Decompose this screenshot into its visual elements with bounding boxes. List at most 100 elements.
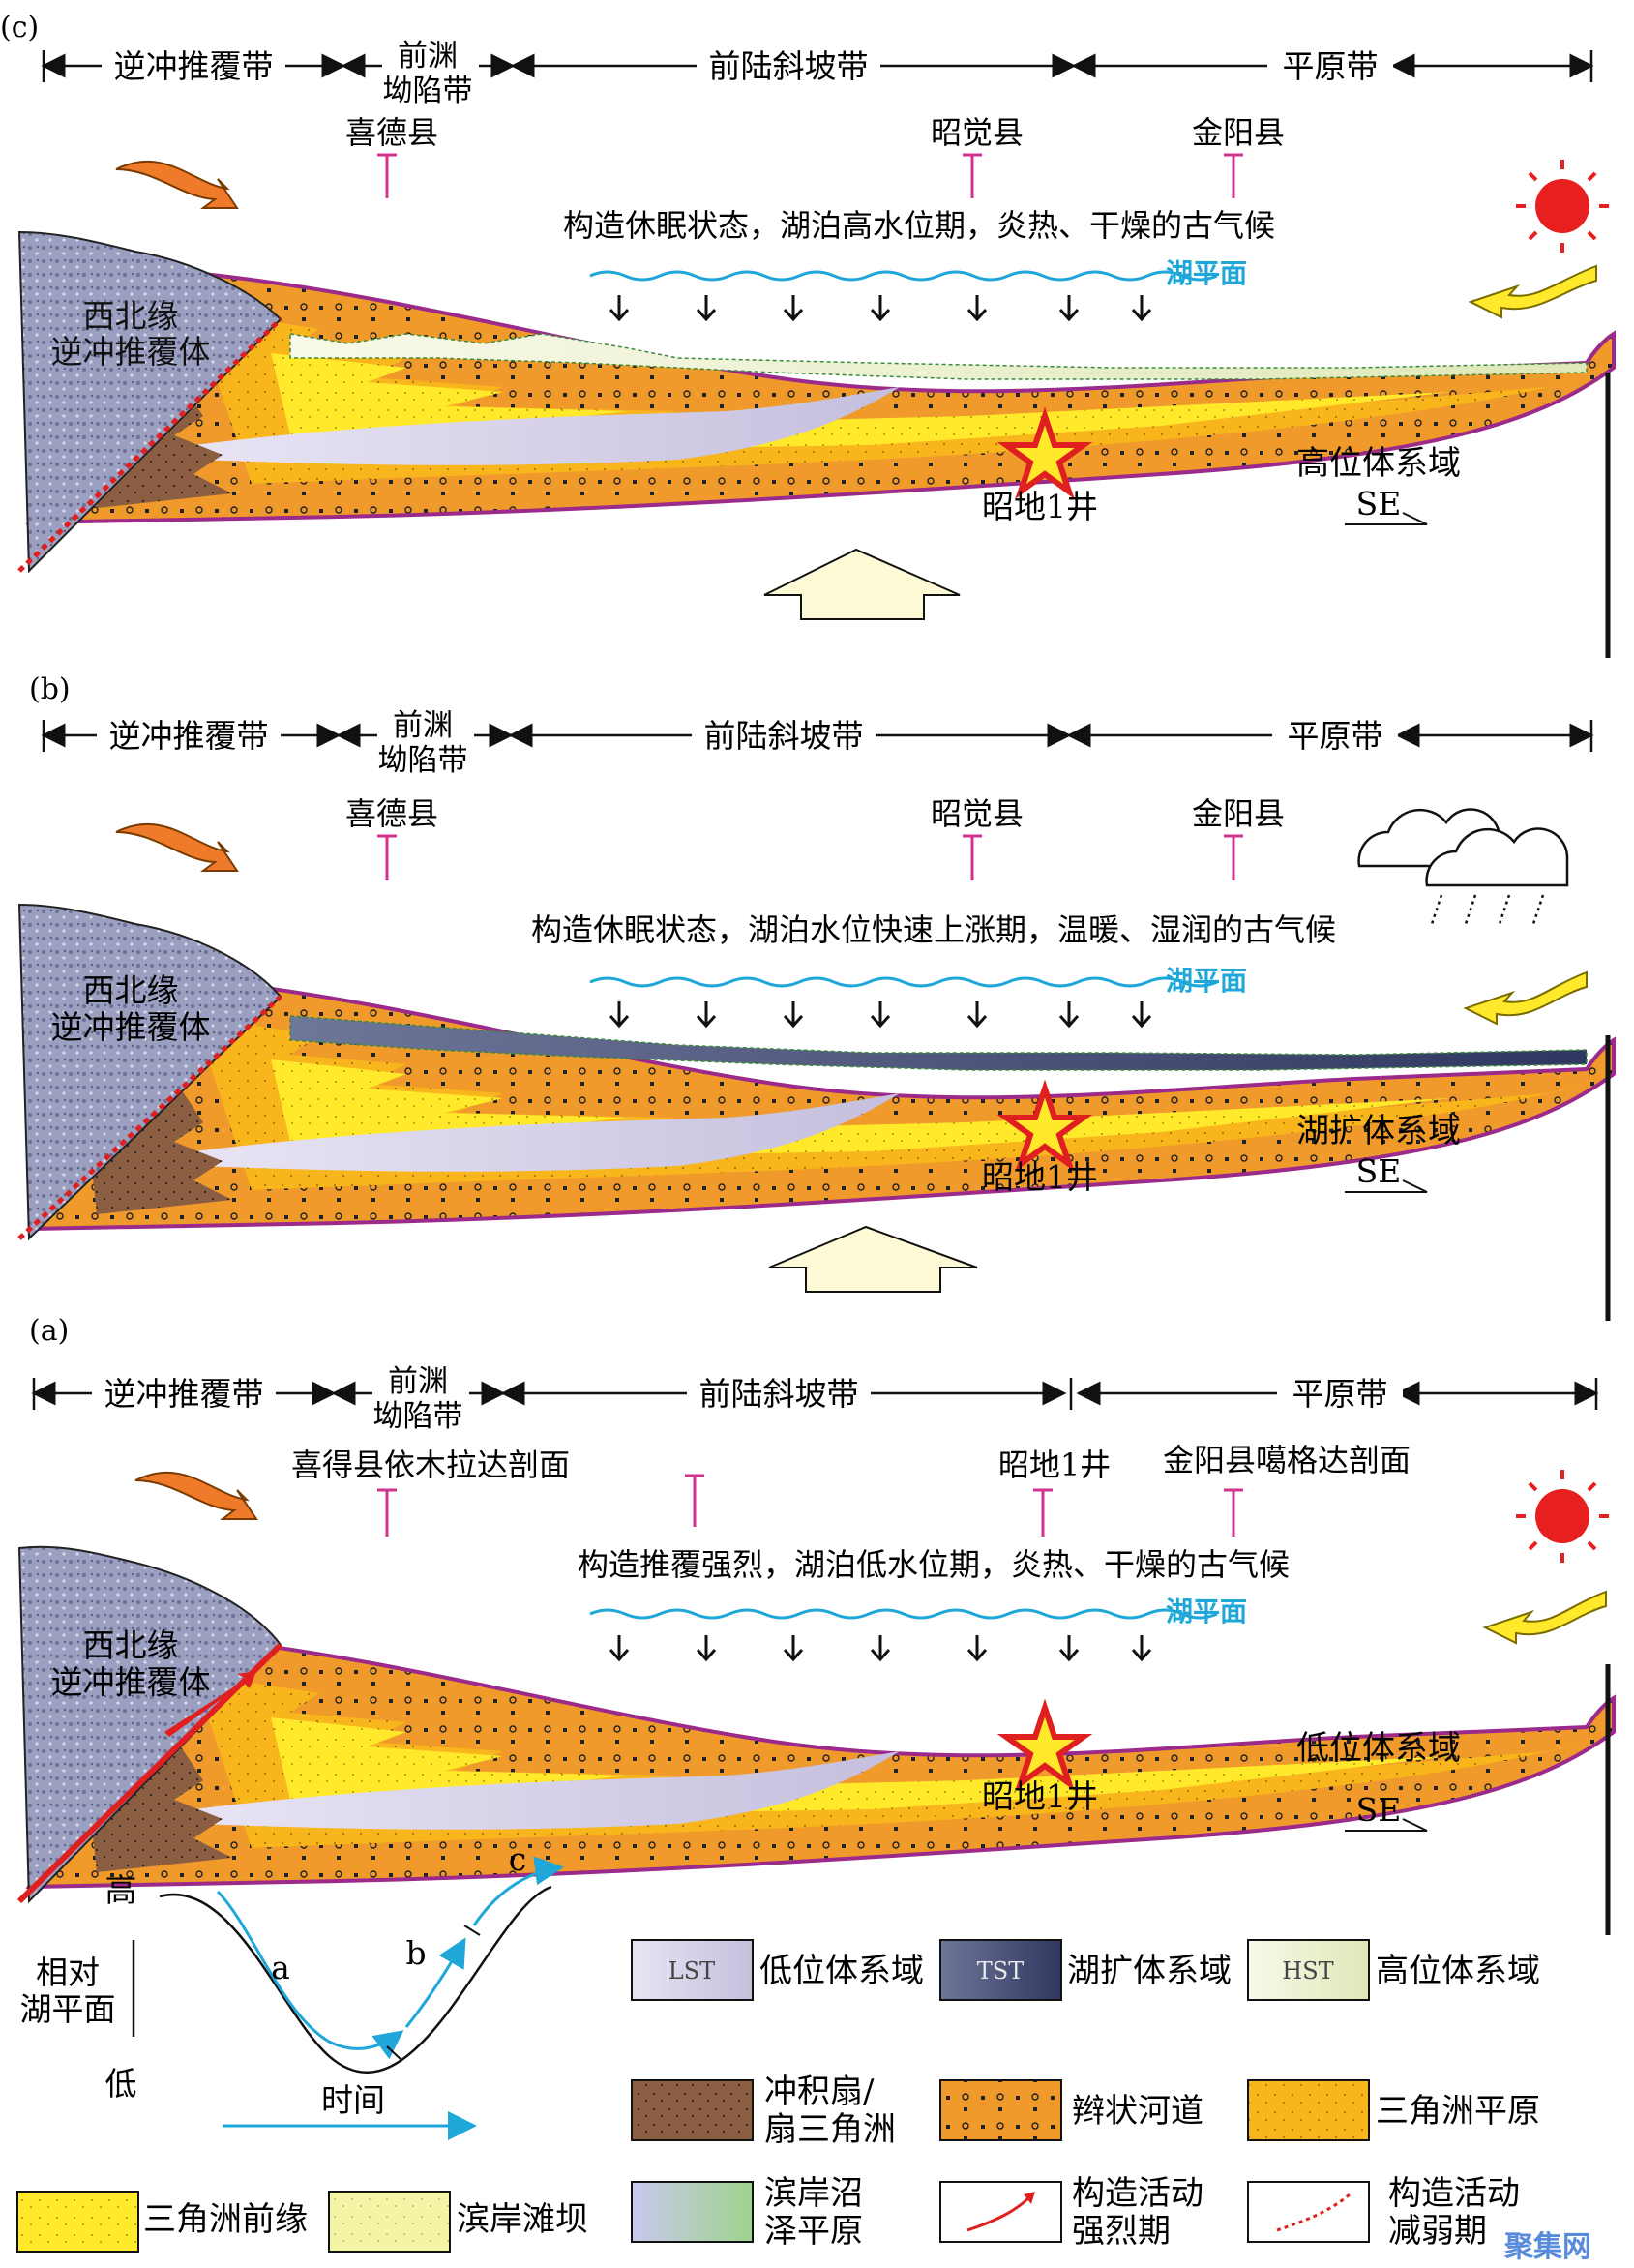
subsidence-arrows [609, 1001, 1152, 1029]
climate-text: 构造休眠状态，湖泊高水位期，炎热、干燥的古气候 [563, 207, 1275, 244]
legend: LST 低位体系域 TST 湖扩体系域 HST 高位体系域 冲积扇/ 扇三角洲 … [16, 1939, 1540, 2253]
place-1: 喜德县 [345, 795, 438, 832]
well-star-icon [996, 1698, 1093, 1791]
curve-stage-a: a [271, 1949, 290, 1986]
direction-label: SE [1356, 1791, 1402, 1829]
place-2: 昭觉县 [931, 114, 1024, 151]
thrust-body-label: 逆冲推覆体 [51, 1663, 211, 1701]
cross-section-b [27, 975, 1616, 1231]
wind-arrow-icon [1463, 970, 1588, 1026]
thrust-body-label: 逆冲推覆体 [51, 333, 211, 371]
panel-c: (c) 逆冲推覆带 前渊 坳陷带 前陆斜坡带 平原带 喜德县 昭觉县 金阳县 构… [0, 11, 1616, 658]
wind-arrow-icon [1468, 264, 1597, 319]
system-tract-label: 湖扩体系域 [1296, 1112, 1461, 1150]
curve-time-label: 时间 [321, 2081, 385, 2119]
curve-high-label: 高 [105, 1871, 137, 1909]
place-1: 喜得县依木拉达剖面 [291, 1447, 570, 1483]
climate-text: 构造推覆强烈，湖泊低水位期，炎热、干燥的古气候 [578, 1546, 1290, 1583]
curve-stage-c: c [509, 1840, 526, 1878]
zone-foredeep: 前渊 [388, 1364, 448, 1399]
legend-swatch-marsh [631, 2181, 754, 2243]
legend-label: 辫状河道 [1072, 2092, 1203, 2131]
system-tract-label: 低位体系域 [1296, 1729, 1461, 1768]
legend-swatch-delta-plain [1247, 2079, 1370, 2141]
zone-depression: 坳陷带 [378, 743, 468, 778]
well-star-icon [996, 1079, 1093, 1172]
zone-slope-belt: 前陆斜坡带 [709, 47, 869, 85]
sun-icon [1516, 160, 1609, 253]
wind-arrow-icon [1482, 1590, 1607, 1645]
uplift-arrow-icon [763, 548, 961, 620]
lake-level-label: 湖平面 [1166, 965, 1247, 997]
place-2: 昭地1井 [998, 1447, 1111, 1483]
legend-code: LST [668, 1957, 715, 1984]
lake-level-line [589, 270, 1218, 282]
wind-arrow-icon [115, 822, 239, 872]
lake-level-label: 湖平面 [1166, 257, 1247, 289]
subsidence-arrows [609, 1635, 1152, 1662]
zone-plain-belt: 平原带 [1292, 1375, 1388, 1413]
thrust-body [17, 1545, 282, 1904]
system-tract-label: 高位体系域 [1296, 444, 1461, 483]
well-label: 昭地1井 [982, 1777, 1098, 1815]
direction-label: SE [1356, 1152, 1402, 1190]
wind-arrow-icon [134, 1471, 258, 1520]
wind-arrow-icon [115, 160, 239, 209]
legend-label: 滨岸滩坝 [457, 2200, 588, 2239]
legend-swatch-tst [939, 1939, 1062, 2001]
legend-swatch-strong-tectonics [939, 2181, 1062, 2243]
curve-low-label: 低 [105, 2065, 137, 2103]
place-3: 金阳县 [1192, 795, 1285, 832]
cross-section-c [27, 269, 1616, 524]
panel-b: (b) 逆冲推覆带 前渊 坳陷带 前陆斜坡带 平原带 喜德县 昭觉县 金阳县 构… [17, 672, 1616, 1321]
legend-label: 低位体系域 [759, 1952, 924, 1990]
legend-swatch-braided [939, 2079, 1062, 2141]
legend-label: 构造活动 [1072, 2174, 1203, 2213]
zone-slope-belt: 前陆斜坡带 [699, 1375, 859, 1413]
legend-code: TST [977, 1957, 1024, 1984]
legend-label: 滨岸沼 [764, 2174, 863, 2213]
legend-swatch-beach [328, 2191, 451, 2253]
legend-code: HST [1282, 1957, 1333, 1984]
lake-level-label: 湖平面 [1166, 1596, 1247, 1627]
legend-swatch-hst [1247, 1939, 1370, 2001]
place-1: 喜德县 [345, 114, 438, 151]
fault-line [17, 317, 282, 573]
zone-foredeep: 前渊 [393, 708, 453, 743]
zone-slope-belt: 前陆斜坡带 [704, 717, 864, 755]
watermark: 聚集网 [1503, 2230, 1591, 2264]
zone-depression: 坳陷带 [383, 74, 473, 108]
panel-label-b: (b) [29, 672, 71, 706]
thrust-body-label: 西北缘 [83, 971, 179, 1009]
thrust-body-label: 西北缘 [83, 297, 179, 335]
zone-plain-belt: 平原带 [1288, 717, 1383, 755]
legend-swatch-lst [631, 1939, 754, 2001]
subsidence-arrows [609, 295, 1152, 322]
panel-label-c: (c) [0, 11, 39, 45]
legend-label: 三角洲平原 [1376, 2092, 1540, 2131]
thrust-body-label: 西北缘 [83, 1626, 179, 1664]
place-3: 金阳县噶格达剖面 [1163, 1442, 1411, 1478]
zone-plain-belt: 平原带 [1283, 47, 1379, 85]
rain-cloud-icon [1357, 808, 1569, 925]
curve-stage-b: b [405, 1934, 426, 1972]
legend-label: 湖扩体系域 [1067, 1952, 1232, 1990]
legend-label: 泽平原 [764, 2212, 863, 2251]
legend-label: 高位体系域 [1376, 1952, 1540, 1990]
sun-icon [1516, 1470, 1609, 1563]
direction-label: SE [1356, 485, 1402, 522]
legend-label: 构造活动 [1388, 2174, 1520, 2213]
thrust-body [17, 230, 282, 574]
legend-label: 三角洲前缘 [143, 2200, 308, 2239]
fault-line [16, 1642, 283, 1904]
zone-thrust-belt: 逆冲推覆带 [114, 47, 274, 85]
curve-axis-label: 湖平面 [20, 1990, 116, 2028]
legend-label: 扇三角洲 [764, 2110, 896, 2149]
climate-text: 构造休眠状态，湖泊水位快速上涨期，温暖、湿润的古气候 [531, 911, 1336, 948]
zone-depression: 坳陷带 [373, 1399, 463, 1434]
curve-axis-label: 相对 [36, 1954, 100, 1991]
uplift-arrow-icon [768, 1225, 978, 1293]
well-label: 昭地1井 [982, 488, 1098, 525]
zone-thrust-belt: 逆冲推覆带 [104, 1375, 264, 1413]
